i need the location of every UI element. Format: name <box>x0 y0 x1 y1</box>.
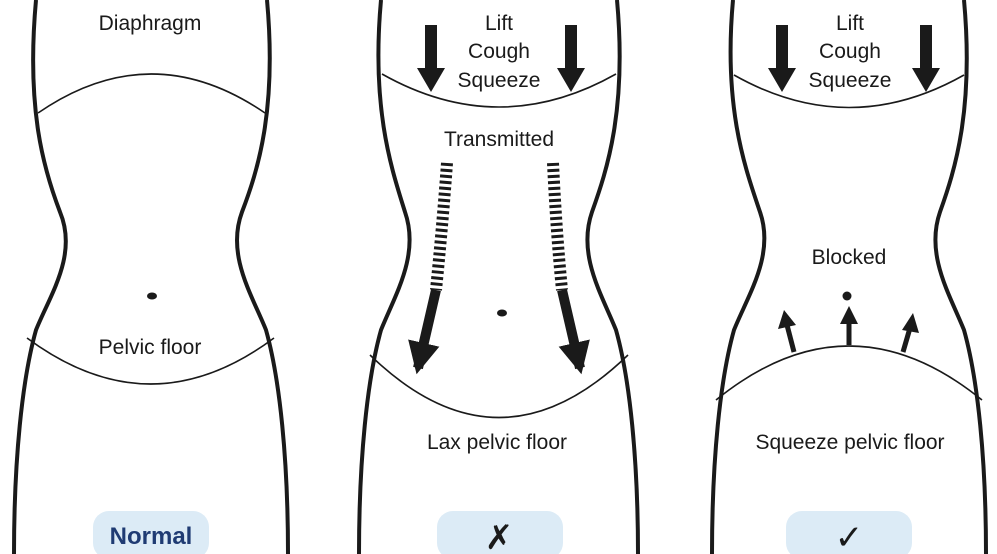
body-outline-left <box>14 0 66 554</box>
body-outline-right <box>587 0 638 554</box>
navel-dot-icon <box>497 310 507 317</box>
dashed-arrow-icon <box>418 163 447 368</box>
panel-lax: Lift Cough Squeeze Transmitted Lax pelvi… <box>359 0 638 554</box>
action-label-lift: Lift <box>485 12 513 35</box>
navel-dot-icon <box>843 292 852 301</box>
squeeze-pelvic-floor-label: Squeeze pelvic floor <box>755 431 944 454</box>
dashed-arrow-icon <box>553 163 580 368</box>
badge-normal-label: Normal <box>110 523 193 550</box>
up-arrow-icon <box>840 306 858 345</box>
action-label-squeeze: Squeeze <box>809 69 892 92</box>
lax-pelvic-floor-curve <box>370 355 628 418</box>
action-label-cough: Cough <box>468 40 530 63</box>
panel-squeeze: Lift Cough Squeeze Blocked Squeeze pelvi… <box>712 0 986 554</box>
up-arrow-icon <box>902 313 919 352</box>
transmitted-label: Transmitted <box>444 128 554 151</box>
action-label-lift: Lift <box>836 12 864 35</box>
cross-mark-icon: ✗ <box>485 519 514 554</box>
body-outline-left <box>712 0 764 554</box>
down-arrow-icon <box>912 25 940 92</box>
lax-pelvic-floor-label: Lax pelvic floor <box>427 431 567 454</box>
action-label-squeeze: Squeeze <box>458 69 541 92</box>
blocked-label: Blocked <box>812 246 887 269</box>
pelvic-floor-label: Pelvic floor <box>99 336 202 359</box>
up-arrow-icon <box>778 310 796 352</box>
action-label-cough: Cough <box>819 40 881 63</box>
squeeze-pelvic-floor-curve <box>716 346 982 400</box>
diaphragm-label: Diaphragm <box>99 12 202 35</box>
panel-normal: Diaphragm Pelvic floor Normal <box>14 0 288 554</box>
navel-dot-icon <box>147 293 157 300</box>
down-arrow-icon <box>417 25 445 92</box>
body-outline-right <box>237 0 288 554</box>
down-arrow-icon <box>768 25 796 92</box>
down-arrow-icon <box>557 25 585 92</box>
diaphragm-curve <box>38 74 265 113</box>
check-mark-icon: ✓ <box>835 519 864 554</box>
body-outline-right <box>935 0 986 554</box>
body-outline-left <box>359 0 410 554</box>
